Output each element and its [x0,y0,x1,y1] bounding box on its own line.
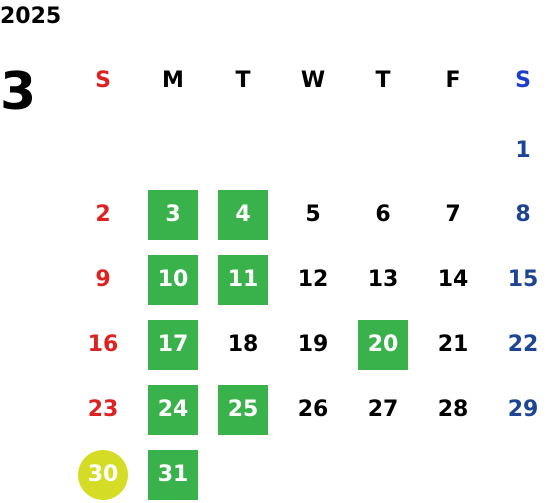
day-cell-4[interactable]: 4 [218,190,268,240]
day-cell-14[interactable]: 14 [437,267,469,292]
day-cell-2[interactable]: 2 [95,202,111,227]
year-label: 2025 [0,4,62,29]
weekday-wed: W [300,68,326,93]
month-label: 3 [0,62,37,122]
day-cell-13[interactable]: 13 [367,267,399,292]
day-cell-30[interactable]: 30 [78,450,128,500]
day-cell-29[interactable]: 29 [507,397,539,422]
day-cell-9[interactable]: 9 [95,267,111,292]
day-cell-20[interactable]: 20 [358,320,408,370]
day-cell-24[interactable]: 24 [148,385,198,435]
day-cell-17[interactable]: 17 [148,320,198,370]
day-cell-6[interactable]: 6 [375,202,391,227]
day-cell-3[interactable]: 3 [148,190,198,240]
weekday-sun: S [95,68,111,93]
day-cell-25[interactable]: 25 [218,385,268,435]
day-cell-27[interactable]: 27 [367,397,399,422]
day-cell-21[interactable]: 21 [437,332,469,357]
weekday-fri: F [445,68,461,93]
day-cell-26[interactable]: 26 [297,397,329,422]
day-cell-28[interactable]: 28 [437,397,469,422]
day-cell-31[interactable]: 31 [148,450,198,500]
weekday-tue: T [235,68,251,93]
day-cell-18[interactable]: 18 [227,332,259,357]
weekday-mon: M [162,68,184,93]
day-cell-19[interactable]: 19 [297,332,329,357]
day-cell-15[interactable]: 15 [507,267,539,292]
day-cell-1[interactable]: 1 [515,138,531,163]
day-cell-22[interactable]: 22 [507,332,539,357]
day-cell-7[interactable]: 7 [445,202,461,227]
day-cell-11[interactable]: 11 [218,255,268,305]
weekday-thu: T [375,68,391,93]
day-cell-16[interactable]: 16 [87,332,119,357]
day-cell-8[interactable]: 8 [515,202,531,227]
weekday-sat: S [515,68,531,93]
day-cell-23[interactable]: 23 [87,397,119,422]
day-cell-12[interactable]: 12 [297,267,329,292]
day-cell-10[interactable]: 10 [148,255,198,305]
day-cell-5[interactable]: 5 [305,202,321,227]
